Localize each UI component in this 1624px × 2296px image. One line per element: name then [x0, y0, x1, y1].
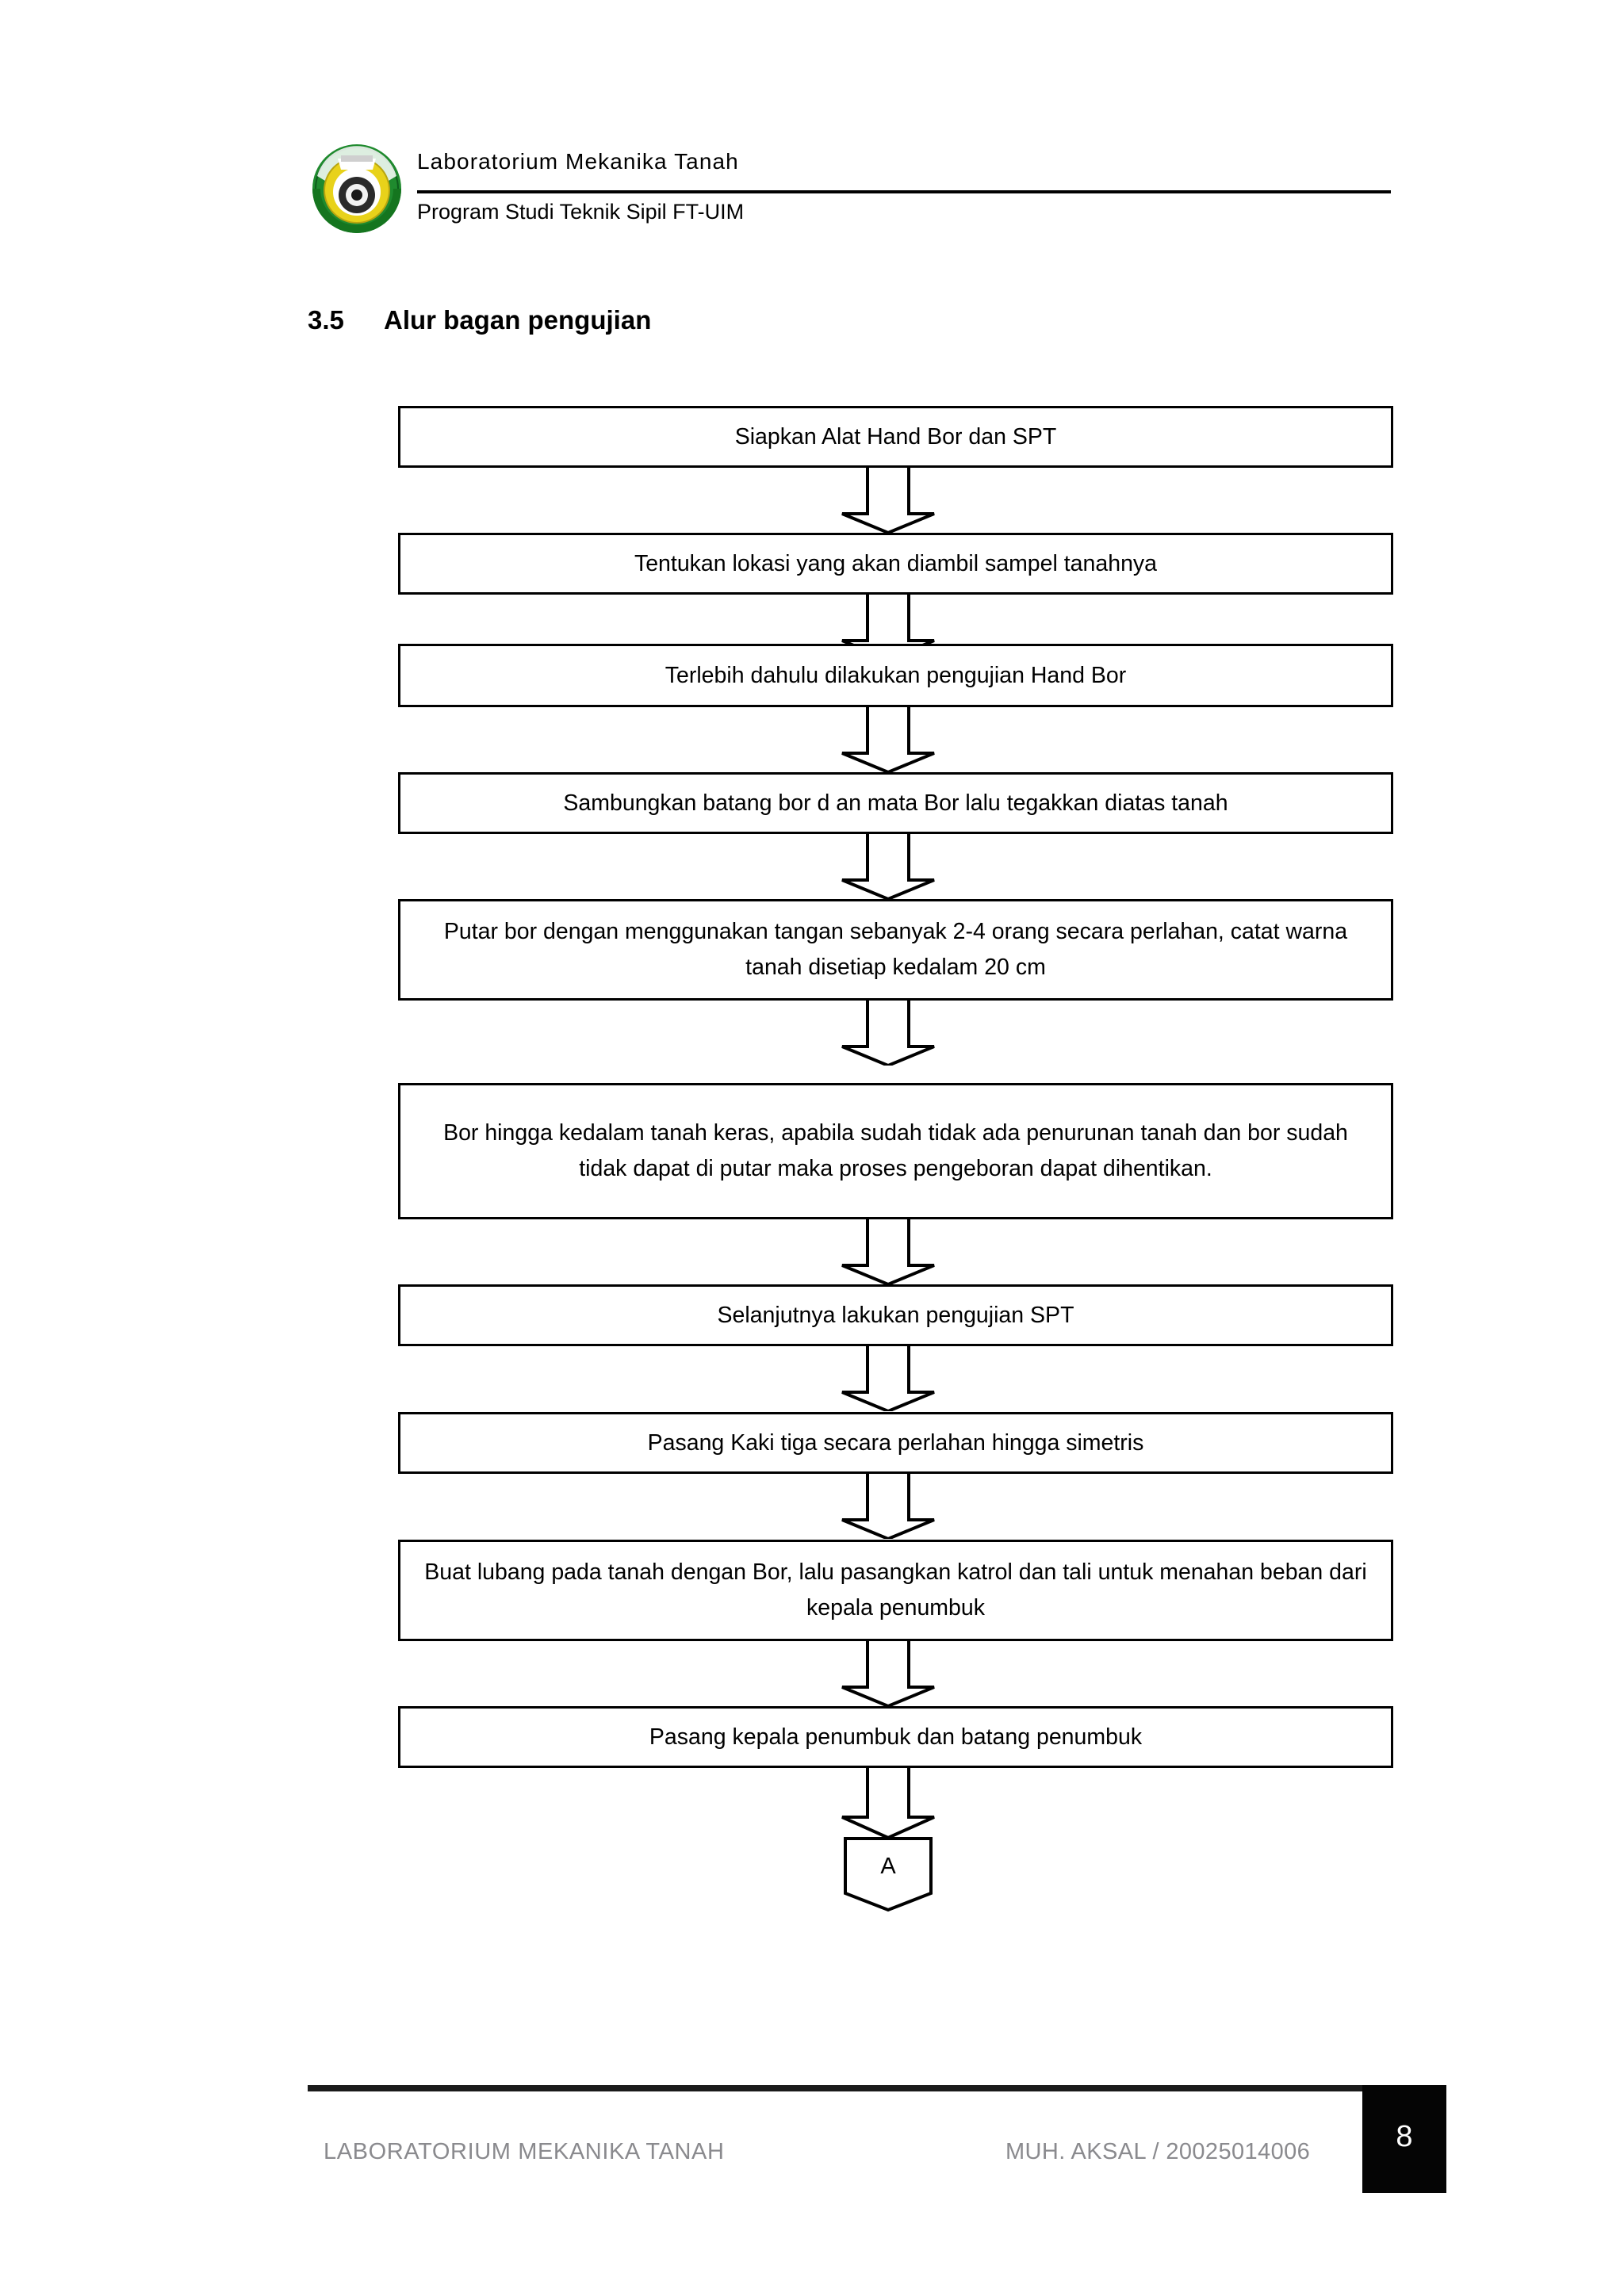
header-divider: [417, 190, 1391, 193]
flow-step-box[interactable]: Pasang kepala penumbuk dan batang penumb…: [398, 1706, 1393, 1768]
flow-step-label: Siapkan Alat Hand Bor dan SPT: [734, 423, 1057, 450]
footer-divider: [308, 2085, 1362, 2091]
down-block-arrow-icon: [841, 468, 935, 533]
down-block-arrow-icon: [841, 1001, 935, 1066]
flow-step-label: Tentukan lokasi yang akan diambil sampel…: [634, 550, 1158, 576]
header-title-line-1: Laboratorium Mekanika Tanah: [417, 149, 739, 174]
header-title-line-2: Program Studi Teknik Sipil FT-UIM: [417, 200, 745, 224]
down-block-arrow-icon: [841, 1641, 935, 1706]
flow-step-box[interactable]: Putar bor dengan menggunakan tangan seba…: [398, 899, 1393, 1001]
page-title: 3.5 Alur bagan pengujian: [308, 305, 1021, 342]
pentagon-connector-icon: [844, 1837, 933, 1912]
flow-step-label: Pasang Kaki tiga secara perlahan hingga …: [647, 1429, 1144, 1456]
flow-step-label: Buat lubang pada tanah dengan Bor, lalu …: [424, 1559, 1367, 1621]
flow-step-box[interactable]: Siapkan Alat Hand Bor dan SPT: [398, 406, 1393, 468]
flow-step-label: Bor hingga kedalam tanah keras, apabila …: [443, 1120, 1348, 1181]
footer-lab-name: LABORATORIUM MEKANIKA TANAH: [324, 2139, 725, 2164]
flow-step-box[interactable]: Terlebih dahulu dilakukan pengujian Hand…: [398, 644, 1393, 707]
flow-step-label: Pasang kepala penumbuk dan batang penumb…: [649, 1724, 1143, 1750]
flow-step-label: Sambungkan batang bor d an mata Bor lalu…: [563, 790, 1228, 816]
flow-step-box[interactable]: Sambungkan batang bor d an mata Bor lalu…: [398, 772, 1393, 834]
section-title: Alur bagan pengujian: [384, 305, 652, 335]
down-block-arrow-icon: [841, 1219, 935, 1284]
down-block-arrow-icon: [841, 834, 935, 899]
flow-step-box[interactable]: Bor hingga kedalam tanah keras, apabila …: [398, 1083, 1393, 1219]
page-footer: LABORATORIUM MEKANIKA TANAH MUH. AKSAL /…: [308, 2085, 1481, 2204]
connector-label: A: [880, 1854, 896, 1879]
flow-step-box[interactable]: Pasang Kaki tiga secara perlahan hingga …: [398, 1412, 1393, 1474]
page-header: Laboratorium Mekanika Tanah Program Stud…: [306, 136, 1394, 238]
down-block-arrow-icon: [841, 1346, 935, 1411]
section-number: 3.5: [308, 305, 344, 335]
footer-author: MUH. AKSAL / 20025014006: [1005, 2139, 1311, 2164]
flow-step-label: Terlebih dahulu dilakukan pengujian Hand…: [665, 662, 1127, 688]
flow-step-box[interactable]: Tentukan lokasi yang akan diambil sampel…: [398, 533, 1393, 595]
flow-step-label: Selanjutnya lakukan pengujian SPT: [717, 1302, 1074, 1328]
flow-step-box[interactable]: Selanjutnya lakukan pengujian SPT: [398, 1284, 1393, 1346]
offpage-connector-a[interactable]: A: [843, 1836, 933, 1912]
down-block-arrow-icon: [841, 707, 935, 772]
header-text-block: Laboratorium Mekanika Tanah Program Stud…: [417, 140, 1391, 235]
down-block-arrow-icon: [841, 1768, 935, 1838]
flow-step-box[interactable]: Buat lubang pada tanah dengan Bor, lalu …: [398, 1540, 1393, 1641]
page-number: 8: [1396, 2120, 1413, 2153]
university-emblem-icon: [312, 144, 401, 233]
down-block-arrow-icon: [841, 1474, 935, 1539]
page-number-badge: 8: [1362, 2085, 1446, 2193]
down-block-arrow-icon: [841, 595, 935, 660]
flow-step-label: Putar bor dengan menggunakan tangan seba…: [443, 919, 1348, 980]
